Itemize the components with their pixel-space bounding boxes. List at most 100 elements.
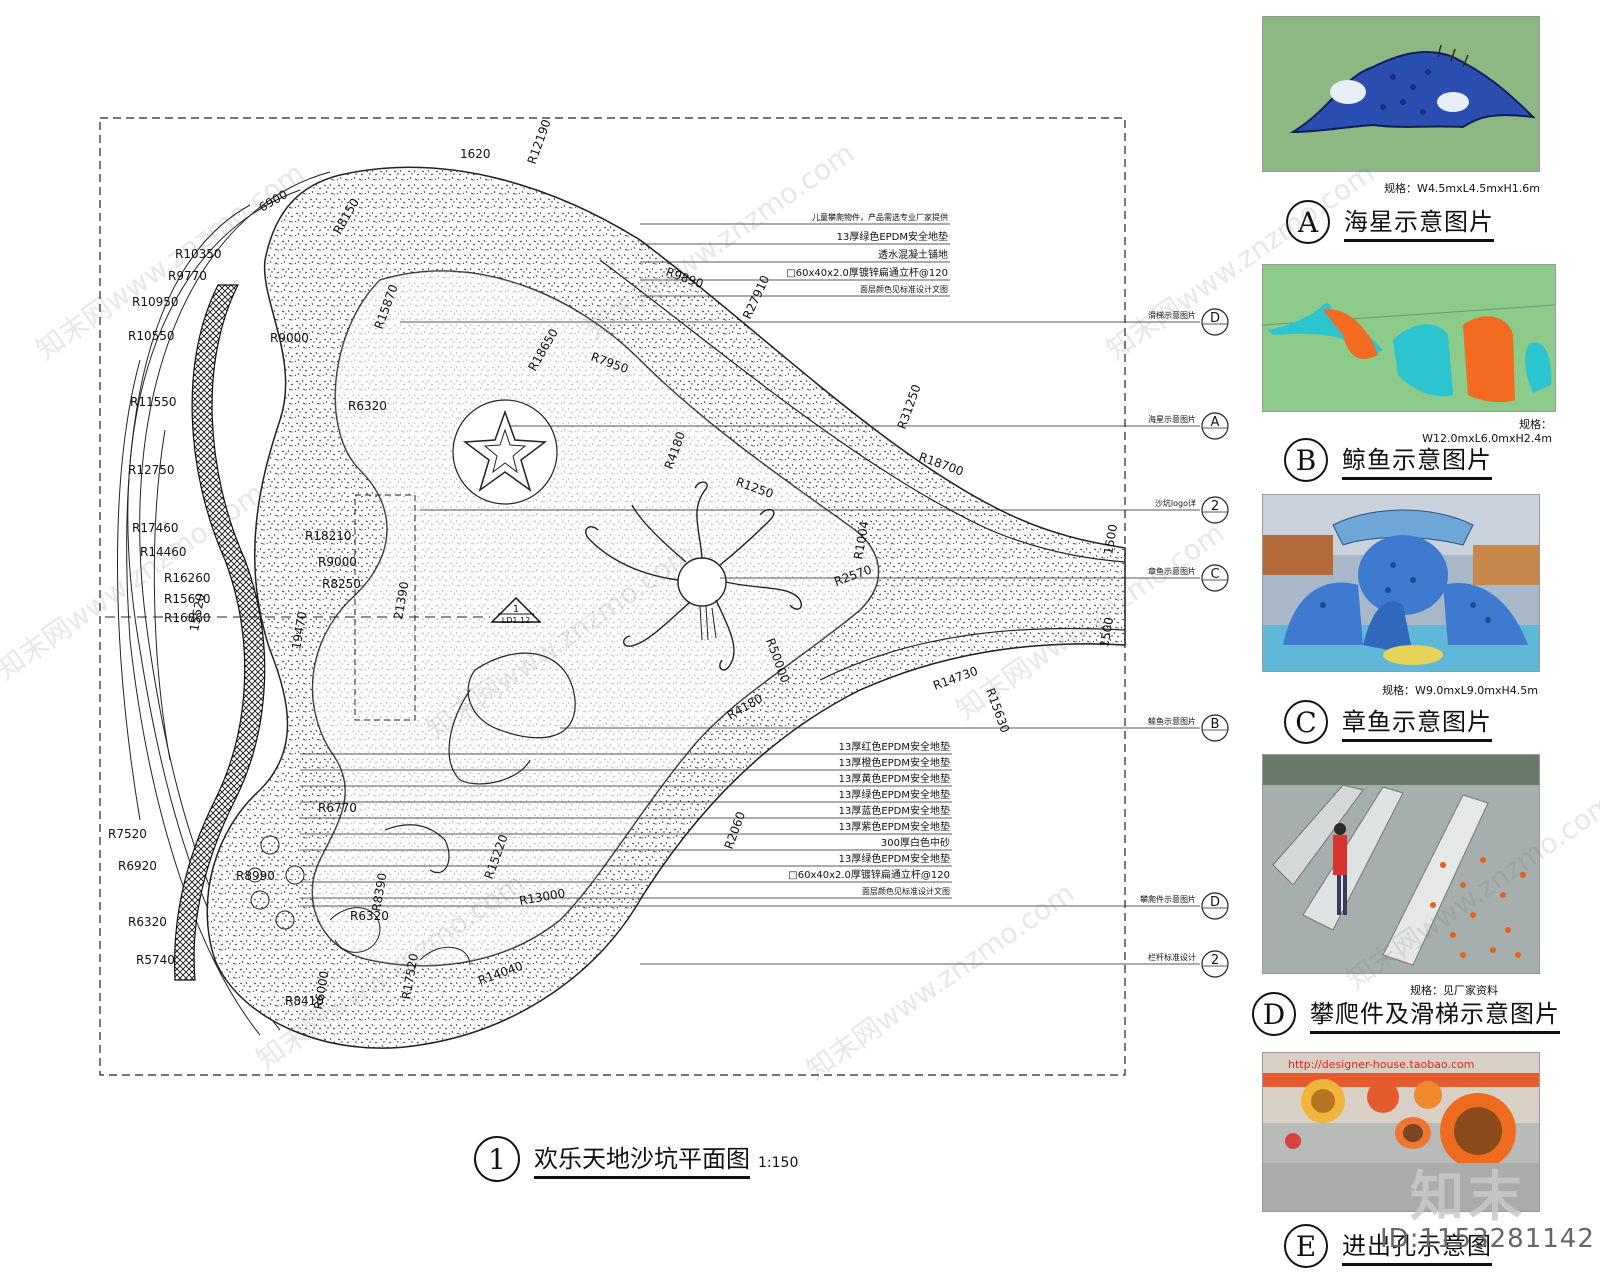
callout-bubble: [1201, 308, 1229, 336]
leader-label: 13厚紫色EPDM安全地垫: [839, 820, 950, 833]
dimension-label: R6920: [118, 859, 157, 873]
leader-label: 13厚绿色EPDM安全地垫: [839, 788, 950, 801]
callout-label: 章鱼示意图片: [1148, 566, 1196, 576]
whale-photo: [1262, 264, 1556, 412]
caption-e: E 进出孔示意图: [1284, 1224, 1492, 1268]
leader-label: □60x40x2.0厚镀锌扁通立杆@120: [786, 266, 948, 279]
caption-b-letter: B: [1284, 438, 1328, 482]
callout-label: 栏杆标准设计: [1148, 952, 1196, 962]
dimension-label: R10550: [128, 329, 175, 343]
callout-letter: A: [1211, 415, 1220, 430]
dimension-label: 19470: [289, 610, 309, 650]
dimension-label: R15670: [164, 592, 211, 606]
climbing-slide-photo: [1262, 754, 1540, 974]
callout-bubble: [1201, 950, 1229, 978]
caption-a: A 海星示意图片: [1286, 200, 1494, 244]
drawing-frame: [99, 117, 1126, 1076]
leader-label: 面层颜色见标准设计文图: [862, 886, 950, 896]
dimension-label: R6770: [318, 801, 357, 815]
callout-bubble: [1201, 564, 1229, 592]
dimension-label: 1500: [1097, 616, 1116, 649]
leader-label: 13厚蓝色EPDM安全地垫: [839, 804, 950, 817]
callout-bubble: [1201, 412, 1229, 440]
dimension-label: R17460: [132, 521, 179, 535]
leader-label: 儿童攀爬物件，产品需选专业厂家提供: [812, 212, 948, 222]
main-caption-title: 欢乐天地沙坑平面图: [534, 1139, 750, 1179]
callout-label: 沙坑logo详: [1155, 498, 1196, 508]
dimension-label: R11550: [130, 395, 177, 409]
dimension-label: R2060: [722, 810, 748, 851]
callout-label: 鲸鱼示意图片: [1148, 716, 1196, 726]
dimension-label: R6320: [128, 915, 167, 929]
callout-letter: B: [1211, 717, 1220, 732]
leader-notes-bottom: 13厚红色EPDM安全地垫13厚橙色EPDM安全地垫13厚黄色EPDM安全地垫1…: [300, 740, 952, 899]
dimension-label: R10350: [175, 247, 222, 261]
dimension-label: R15630: [983, 686, 1012, 734]
leader-label: 面层颜色见标准设计文图: [860, 284, 948, 294]
sandpit-plan-drawing: 1 LD1.12 儿童攀爬物件，产品需选专业厂家提供13厚绿色EPDM安全地垫透…: [99, 117, 1229, 1076]
dimension-label: R9000: [318, 555, 357, 569]
dimension-label: R9000: [270, 331, 309, 345]
dimension-label: R12750: [128, 463, 175, 477]
octopus-photo: [1262, 494, 1540, 672]
dimension-label: R8390: [369, 872, 390, 913]
dimension-label: R16260: [164, 571, 211, 585]
leader-notes-top: 儿童攀爬物件，产品需选专业厂家提供13厚绿色EPDM安全地垫透水混凝土铺地□60…: [640, 212, 950, 297]
dimension-label: R8250: [322, 577, 361, 591]
caption-e-letter: E: [1284, 1224, 1328, 1268]
tail-channels: [599, 239, 1126, 901]
callout-bubble: [1201, 496, 1229, 524]
entry-holes: [247, 835, 471, 966]
main-caption-scale: 1:150: [758, 1155, 799, 1171]
wave-wall-hatch: [174, 284, 266, 981]
caption-a-letter: A: [1286, 200, 1330, 244]
dimension-label: R6320: [350, 909, 389, 923]
dimension-label: R8410: [285, 994, 324, 1008]
caption-c-letter: C: [1284, 700, 1328, 744]
dimension-label: R12190: [525, 118, 554, 166]
entry-hole-photo: [1262, 1052, 1540, 1212]
starfish-feature: [452, 399, 558, 505]
whale-spec: 规格：W12.0mxL6.0mxH2.4m: [1422, 418, 1552, 445]
leader-label: 300厚白色中砂: [881, 836, 950, 849]
id-text: ID:1153281142: [1380, 1224, 1595, 1254]
caption-d: D 攀爬件及滑梯示意图片: [1252, 992, 1560, 1036]
dimension-label: R16860: [164, 611, 211, 625]
callout-letter: C: [1210, 567, 1219, 582]
leader-label: 13厚绿色EPDM安全地垫: [837, 230, 948, 243]
main-caption: 1 欢乐天地沙坑平面图 1:150: [474, 1136, 798, 1182]
leader-label: 13厚绿色EPDM安全地垫: [839, 852, 950, 865]
caption-d-letter: D: [1252, 992, 1296, 1036]
dimension-label: R27910: [740, 273, 772, 321]
caption-b: B 鲸鱼示意图片: [1284, 438, 1492, 482]
caption-c: C 章鱼示意图片: [1284, 700, 1492, 744]
starfish-photo: [1262, 16, 1540, 172]
dimension-label: R10950: [132, 295, 179, 309]
dimension-label: R9770: [168, 269, 207, 283]
starfish-spec: 规格：W4.5mxL4.5mxH1.6m: [1384, 182, 1540, 195]
dimension-label: R5740: [136, 953, 175, 967]
callout-letter: D: [1210, 311, 1220, 326]
whale-feature: [384, 652, 576, 874]
caption-a-title: 海星示意图片: [1344, 202, 1494, 242]
photo-url-text: http://designer-house.taobao.com: [1288, 1058, 1475, 1071]
callout-bubble: [1201, 714, 1229, 742]
callout-letter: D: [1210, 895, 1220, 910]
dimension-label: R1004: [851, 520, 872, 561]
dimension-label: 21390: [391, 580, 411, 620]
svg-text:LD1.12: LD1.12: [502, 616, 530, 625]
dimension-label: R8990: [236, 869, 275, 883]
brand-logo: 知末: [1410, 1165, 1526, 1228]
callout-label: 滑梯示意图片: [1148, 310, 1196, 320]
dimension-label: R7520: [108, 827, 147, 841]
caption-e-title: 进出孔示意图: [1342, 1226, 1492, 1266]
callout-label: 攀爬件示意图片: [1140, 894, 1196, 904]
caption-c-title: 章鱼示意图片: [1342, 702, 1492, 742]
callout-bubble: [1201, 892, 1229, 920]
dimension-label: R14460: [140, 545, 187, 559]
svg-text:1: 1: [513, 604, 519, 615]
section-marker: 1 LD1.12: [490, 596, 542, 625]
dimension-label: 15520: [187, 592, 207, 632]
dimension-label: 1620: [460, 147, 491, 161]
